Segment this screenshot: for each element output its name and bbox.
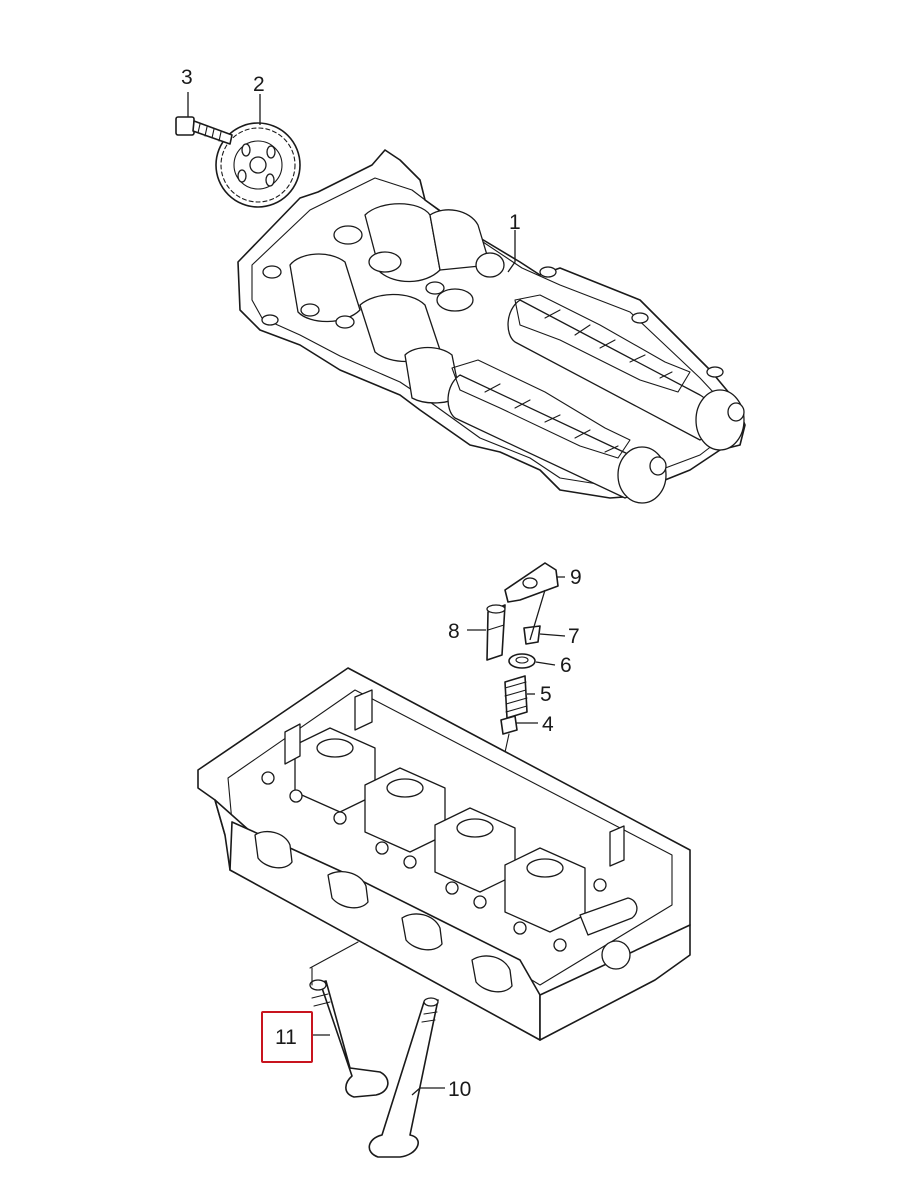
callout-11: 11 [275,1026,297,1049]
sprocket-bolt[interactable] [175,116,233,145]
callout-4: 4 [542,713,554,736]
callout-1: 1 [509,211,521,234]
leader-lines [187,92,566,1096]
intake-valve[interactable] [309,979,389,1098]
callout-11-highlight[interactable]: 11 [261,1011,313,1063]
highlight-box [261,1011,313,1063]
spring-retainer[interactable] [508,653,536,669]
camshaft-sprocket[interactable] [215,122,301,208]
callout-7: 7 [568,625,580,648]
camshaft-housing[interactable] [237,149,746,504]
callout-5: 5 [540,683,552,706]
callout-8: 8 [448,620,460,643]
hydraulic-lifter[interactable] [486,604,506,661]
valve-spring[interactable] [504,675,528,719]
callout-6: 6 [560,654,572,677]
callout-3: 3 [181,66,193,89]
callout-9: 9 [570,566,582,589]
roller-rocker-arm[interactable] [504,562,559,603]
callout-10: 10 [448,1078,471,1101]
callout-2: 2 [253,73,265,96]
valve-stem-seal[interactable] [500,715,518,735]
cylinder-head[interactable] [197,667,691,1041]
exhaust-valve[interactable] [368,997,439,1158]
